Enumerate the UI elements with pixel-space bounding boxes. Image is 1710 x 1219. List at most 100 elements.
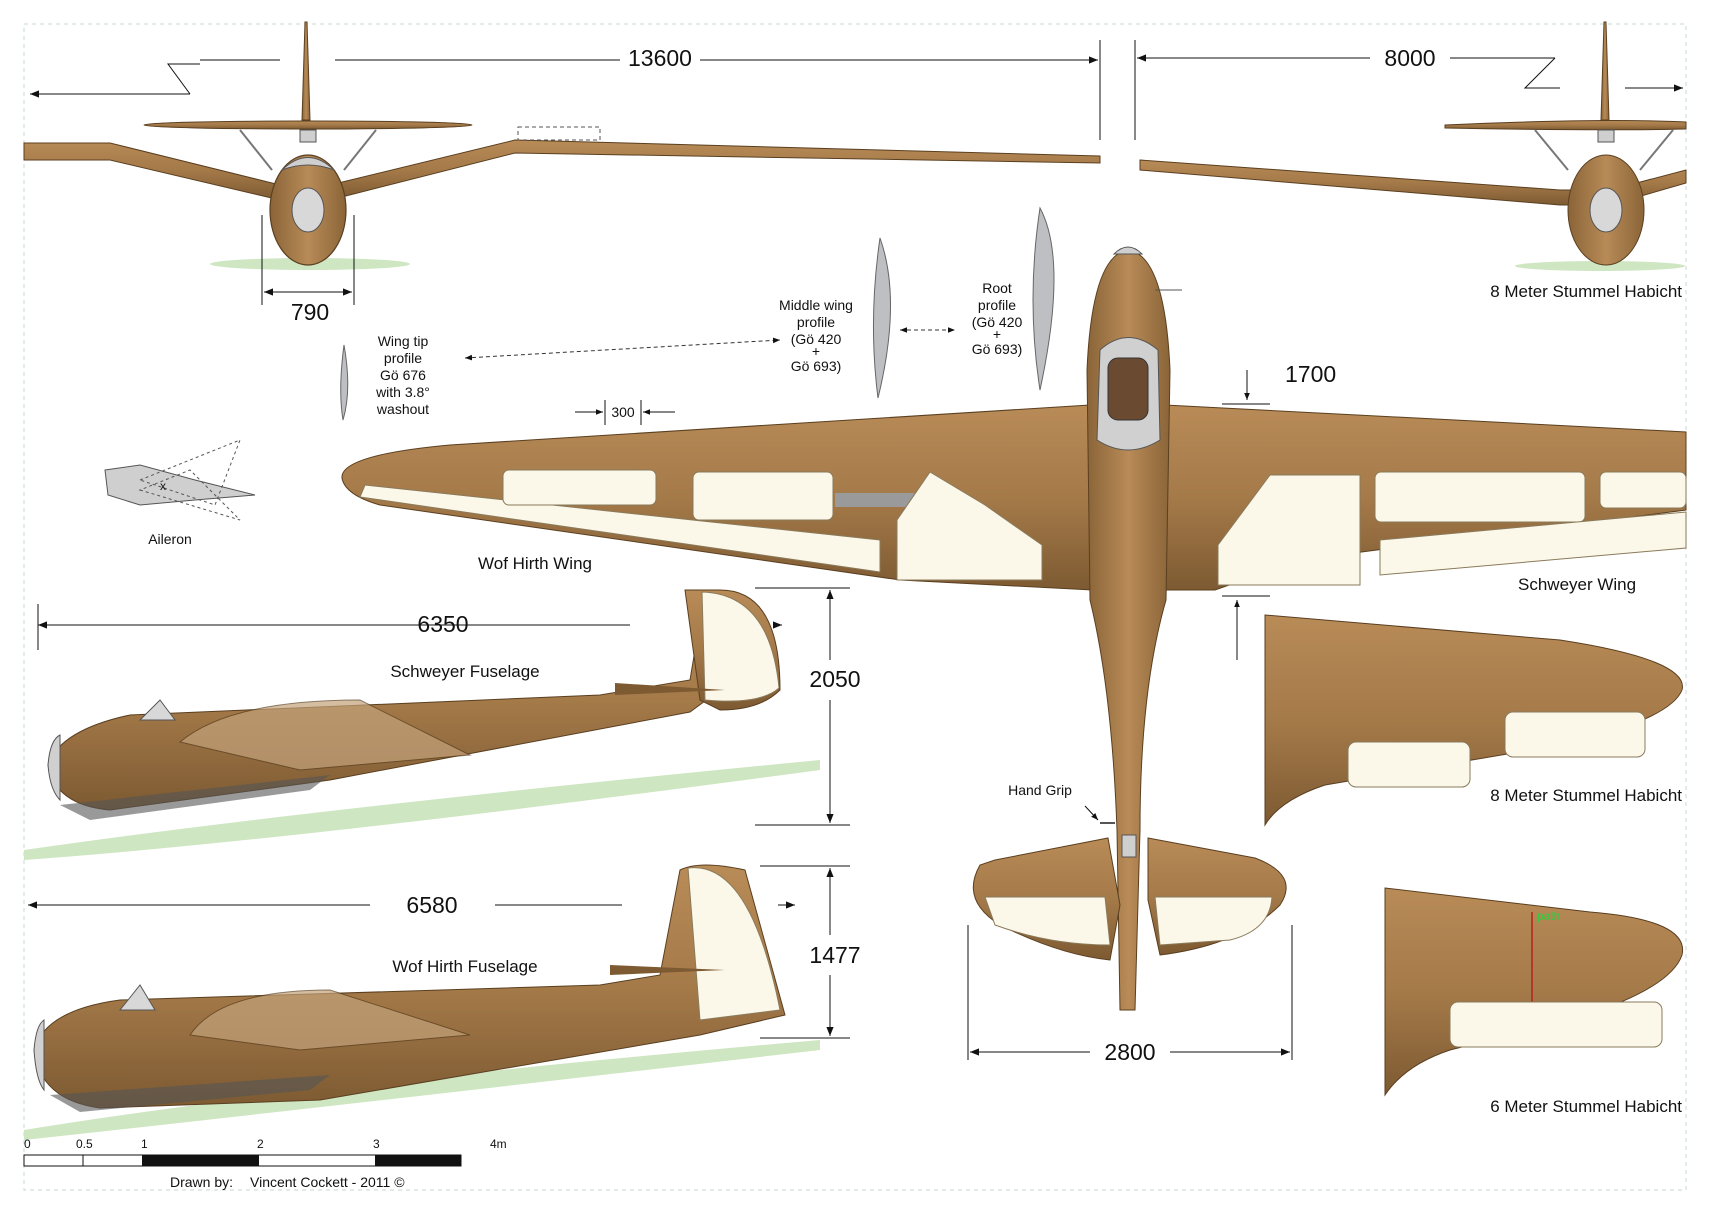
tip-profile-line-4: with 3.8° bbox=[375, 384, 430, 400]
credit-drawn-by: Drawn by: bbox=[170, 1174, 233, 1190]
dim-2050-label: 2050 bbox=[809, 666, 860, 692]
root-profile-line-1: Root bbox=[982, 280, 1012, 296]
schweyer-canopy bbox=[178, 699, 472, 771]
profiles: Wing tip profile Gö 676 with 3.8° washou… bbox=[340, 206, 1055, 421]
stummel-6m-wing: path 6 Meter Stummel Habicht bbox=[1384, 887, 1684, 1116]
dim-6580-label: 6580 bbox=[406, 892, 457, 918]
right-root-panel bbox=[1217, 474, 1361, 586]
scale-bar: 0 0.5 1 2 3 4m bbox=[23, 1137, 507, 1167]
scale-bar-seg-2 bbox=[375, 1155, 461, 1166]
stummel-8m-wing-label: 8 Meter Stummel Habicht bbox=[1490, 786, 1682, 805]
front-wing-left bbox=[23, 139, 1101, 201]
left-root-panel bbox=[896, 471, 1043, 581]
front-view-right: 8 Meter Stummel Habicht bbox=[1139, 21, 1687, 301]
aileron-deflection-2 bbox=[138, 469, 241, 521]
schweyer-fuselage-label: Schweyer Fuselage bbox=[390, 662, 539, 681]
dim-1477-label: 1477 bbox=[809, 942, 860, 968]
wolfhirth-tailplane bbox=[610, 965, 725, 975]
stummel-8m-front-label: 8 Meter Stummel Habicht bbox=[1490, 282, 1682, 301]
ground-wolfhirth bbox=[24, 1040, 820, 1140]
strut-left bbox=[239, 129, 273, 171]
wolfhirth-fuselage bbox=[33, 864, 786, 1109]
dim-2800-label: 2800 bbox=[1104, 1039, 1155, 1065]
dim-1700-label: 1700 bbox=[1285, 361, 1336, 387]
left-panel-2 bbox=[692, 471, 834, 521]
stummel-6m-wing-label: 6 Meter Stummel Habicht bbox=[1490, 1097, 1682, 1116]
schweyer-tailplane bbox=[615, 683, 725, 695]
top-nose-cap bbox=[1112, 246, 1144, 255]
dim-8000-label: 8000 bbox=[1384, 45, 1435, 71]
stummel-6m-path-mark: path bbox=[1537, 909, 1560, 923]
aileron-deflection bbox=[138, 439, 241, 506]
aileron-sketch: x Aileron bbox=[104, 439, 256, 547]
left-aileron-fabric bbox=[359, 484, 881, 573]
wolfhirth-fuselage-label: Wof Hirth Fuselage bbox=[392, 957, 537, 976]
scale-tick-1: 1 bbox=[141, 1137, 148, 1151]
schweyer-rudder bbox=[701, 591, 780, 702]
tip-middle-link bbox=[464, 337, 781, 361]
side-view-wolfhirth: 6580 Wof Hirth Fuselage 1477 bbox=[24, 864, 861, 1140]
aileron-hinge-mark: x bbox=[160, 479, 166, 493]
left-spoiler bbox=[835, 493, 917, 507]
right-panel-2 bbox=[1599, 471, 1687, 509]
tip-profile-line-3: Gö 676 bbox=[380, 367, 426, 383]
scale-tick-0-5: 0.5 bbox=[76, 1137, 93, 1151]
root-profile-line-5: Gö 693) bbox=[972, 341, 1023, 357]
strut-right-left bbox=[1534, 129, 1569, 171]
middle-profile-line-4: + bbox=[812, 343, 820, 359]
tip-profile-line-5: washout bbox=[376, 401, 429, 417]
wolfhirth-rudder bbox=[687, 867, 781, 1021]
schweyer-nose-cap bbox=[47, 734, 61, 802]
middle-profile-line-5: Gö 693) bbox=[791, 358, 842, 374]
aileron-section bbox=[104, 464, 256, 506]
tip-profile-shape bbox=[340, 344, 349, 421]
dim-300: 300 bbox=[575, 400, 675, 425]
front-canopy bbox=[281, 157, 335, 171]
scale-tick-4m: 4m bbox=[490, 1137, 507, 1151]
dim-6350-label: 6350 bbox=[417, 611, 468, 637]
wolfhirth-windscreen bbox=[118, 984, 156, 1011]
front-nose-cap bbox=[291, 187, 325, 233]
front-wing-panel-outline bbox=[517, 126, 601, 141]
dim-790-label: 790 bbox=[291, 299, 329, 325]
front-fin bbox=[301, 21, 311, 121]
root-profile-shape bbox=[1032, 206, 1055, 391]
hand-grip-label: Hand Grip bbox=[1008, 782, 1072, 798]
dim-300-label: 300 bbox=[611, 404, 635, 420]
root-profile-line-4: + bbox=[993, 326, 1001, 342]
front-nose-cap-right bbox=[1589, 187, 1623, 233]
hand-grip-pointer bbox=[1084, 805, 1099, 821]
dim-13600-break bbox=[167, 63, 200, 95]
dim-13600-label: 13600 bbox=[628, 45, 692, 71]
wolfhirth-nose-cap bbox=[33, 1019, 45, 1092]
tail-fairing bbox=[1121, 834, 1137, 858]
tip-profile-line-1: Wing tip bbox=[378, 333, 429, 349]
right-aileron-fabric bbox=[1379, 511, 1687, 576]
root-profile-line-2: profile bbox=[978, 297, 1016, 313]
dim-13600: 13600 bbox=[30, 40, 1101, 140]
schweyer-fuselage bbox=[47, 589, 736, 811]
wolfhirth-canopy bbox=[189, 989, 471, 1051]
right-panel-1 bbox=[1374, 471, 1586, 523]
front-tailplane bbox=[143, 120, 473, 130]
middle-profile-line-3: (Gö 420 bbox=[791, 331, 842, 347]
stummel-8m-wing: 8 Meter Stummel Habicht bbox=[1264, 614, 1683, 827]
schweyer-windscreen bbox=[138, 699, 176, 721]
scale-bar-seg-1 bbox=[142, 1155, 259, 1166]
tail-elevator-right bbox=[1154, 896, 1273, 946]
scale-tick-3: 3 bbox=[373, 1137, 380, 1151]
ground-schweyer bbox=[24, 760, 820, 860]
root-profile-line-3: (Gö 420 bbox=[972, 314, 1023, 330]
stummel-6m-panel bbox=[1449, 1001, 1663, 1048]
left-panel-1 bbox=[502, 469, 657, 506]
front-fin-fairing bbox=[299, 129, 317, 143]
dim-8000: 8000 bbox=[1134, 40, 1683, 140]
scale-tick-2: 2 bbox=[257, 1137, 264, 1151]
ground-shadow-right bbox=[1515, 261, 1685, 271]
stummel-6m-wing-shape bbox=[1384, 887, 1684, 1097]
middle-profile-line-2: profile bbox=[797, 314, 835, 330]
front-view-left: 790 bbox=[23, 21, 1101, 325]
tip-profile-line-2: profile bbox=[384, 350, 422, 366]
